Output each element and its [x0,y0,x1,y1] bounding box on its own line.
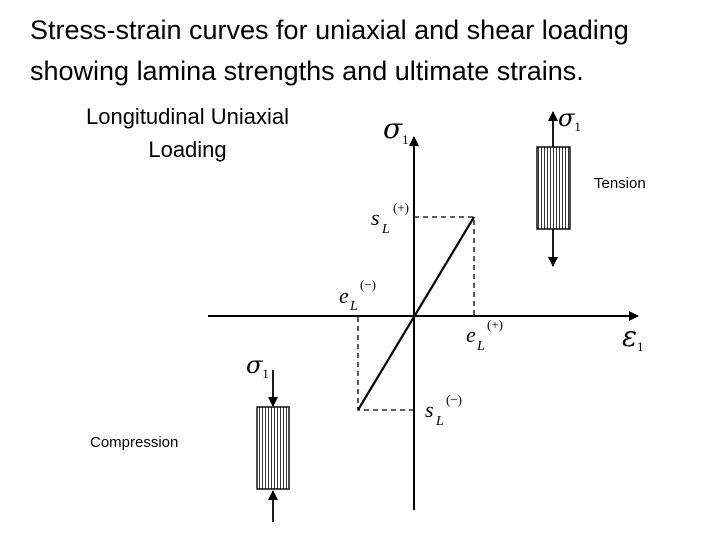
compression-specimen [256,406,290,490]
longitudinal-compressive-strength-subscript: L [435,414,444,429]
tension-dashed-guide [414,216,475,316]
tension-label: Tension [594,175,646,192]
tension-sigma-symbol: σ1 [558,104,581,134]
stress-axis-symbol: σ1 [383,112,409,147]
compression-dashed-guide [357,316,414,411]
section-subtitle: Longitudinal Uniaxial Loading [55,100,320,166]
tension-specimen [536,146,571,230]
longitudinal-compressive-strength-label: s [425,397,434,422]
subtitle-line-2: Loading [148,137,227,162]
title-line-2: showing lamina strengths and ultimate st… [30,56,584,86]
title-line-1: Stress-strain curves for uniaxial and sh… [30,15,629,45]
longitudinal-tensile-strength-subscript: L [381,222,390,237]
longitudinal-compressive-strain-label: e [339,283,349,308]
compression-sigma-symbol: σ1 [246,351,269,381]
longitudinal-tensile-strain-label: e [466,322,476,347]
subtitle-line-1: Longitudinal Uniaxial [85,104,290,129]
longitudinal-tensile-strain-subscript: L [476,339,485,354]
longitudinal-tensile-strength-superscript: (+) [393,200,409,215]
longitudinal-compressive-strain-superscript: (−) [360,277,376,292]
slide-title: Stress-strain curves for uniaxial and sh… [30,10,710,92]
longitudinal-compressive-strain-subscript: L [349,299,358,314]
strain-axis-symbol: ε1 [622,320,644,354]
stress-strain-line [357,216,475,411]
longitudinal-tensile-strain-superscript: (+) [487,317,503,332]
compression-label: Compression [90,434,179,451]
longitudinal-tensile-strength-label: s [371,205,380,230]
longitudinal-compressive-strength-superscript: (−) [446,392,462,407]
